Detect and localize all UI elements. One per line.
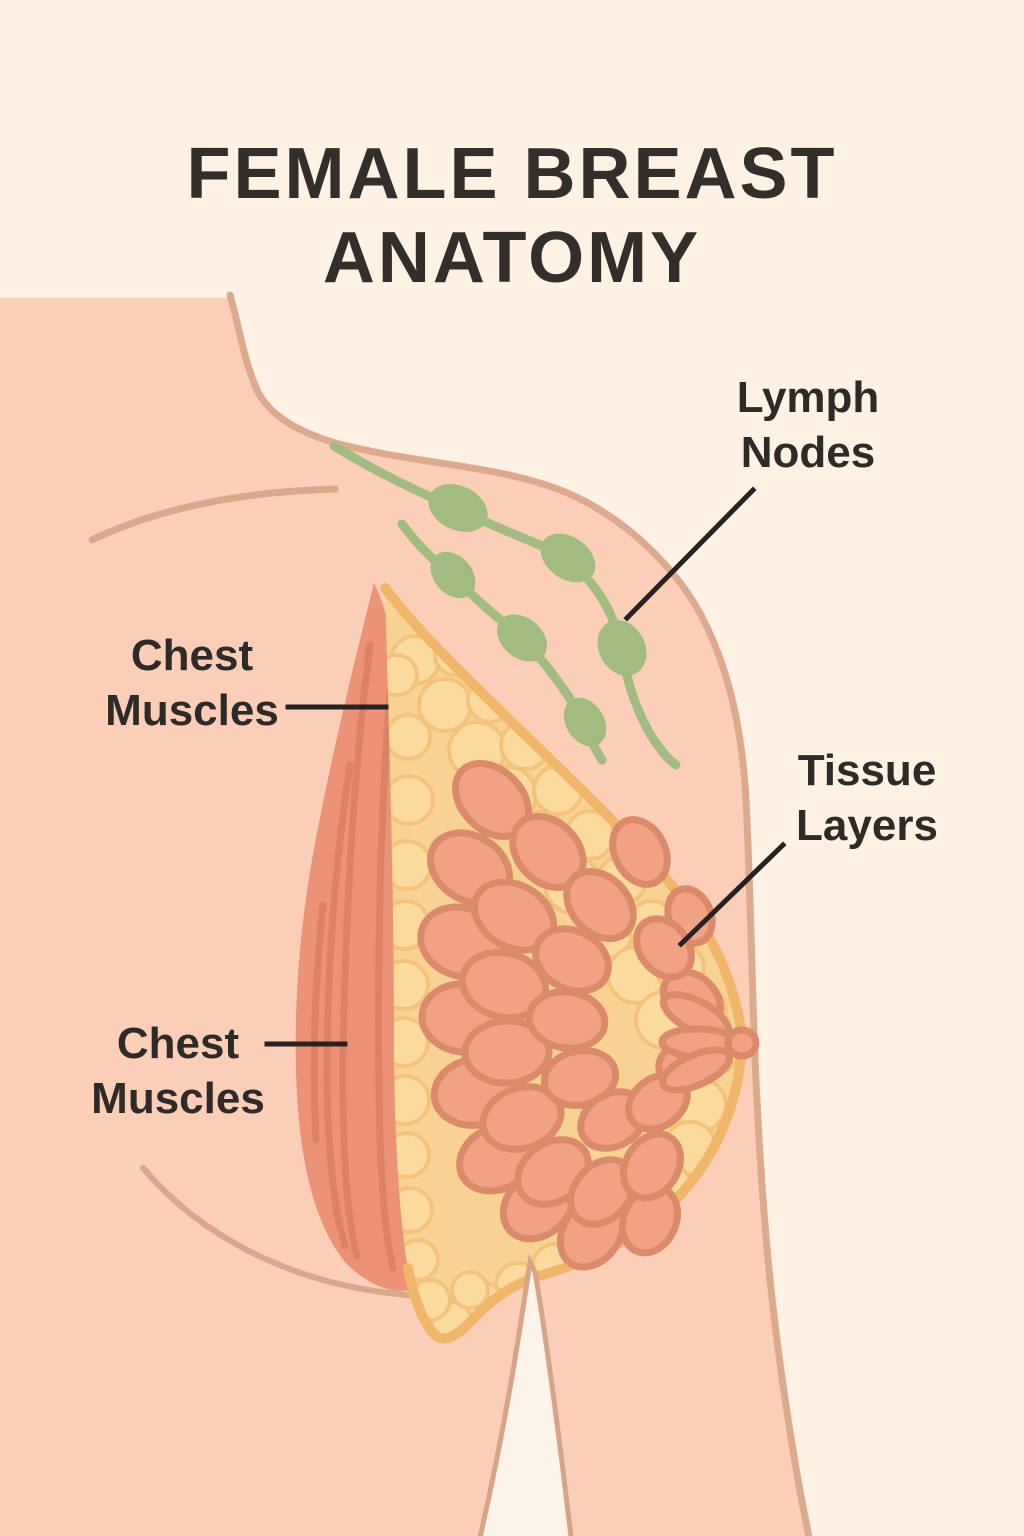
label-chest-muscles-upper-line2: Muscles [105,686,279,735]
leader-line-tissue-layers [677,841,787,948]
fat-border-stroke [380,583,748,1344]
label-tissue-layers-line2: Layers [796,801,938,850]
page-title: FEMALE BREAST ANATOMY [0,132,1024,300]
glandular-lobules [417,760,760,1271]
lymph-node [563,697,607,747]
label-chest-muscles-upper-line1: Chest [130,631,254,680]
lymph-node [430,551,476,599]
nipple [724,1026,760,1060]
label-chest-muscles-lower: Chest Muscles [52,1016,304,1126]
collarbone-line [88,485,339,544]
lymph-node-chains [329,441,681,770]
label-tissue-layers: Tissue Layers [747,743,987,853]
page-title-line1: FEMALE BREAST [186,134,838,215]
label-lymph-nodes: Lymph Nodes [688,370,928,480]
lymph-node [428,484,488,532]
milk-ducts [658,991,742,1094]
lymph-node [496,614,548,662]
label-lymph-nodes-line2: Nodes [740,428,876,477]
label-chest-muscles-upper: Chest Muscles [68,628,316,738]
lymph-node [597,620,647,676]
torso-arm-gap [477,1253,574,1536]
muscle-striations [310,641,397,1272]
lymph-vessel-outer [329,441,681,770]
label-chest-muscles-lower-line1: Chest [116,1019,240,1068]
leader-line-lymph-nodes [623,486,757,622]
page-title-line2: ANATOMY [322,218,702,299]
lymph-nodes-group [428,484,647,747]
label-tissue-layers-line1: Tissue [797,746,937,795]
label-chest-muscles-lower-line2: Muscles [91,1074,265,1123]
under-breast-fold-line [140,1165,411,1298]
body-outline-stroke [226,291,813,1536]
lymph-node [540,533,596,583]
label-lymph-nodes-line1: Lymph [736,373,880,422]
